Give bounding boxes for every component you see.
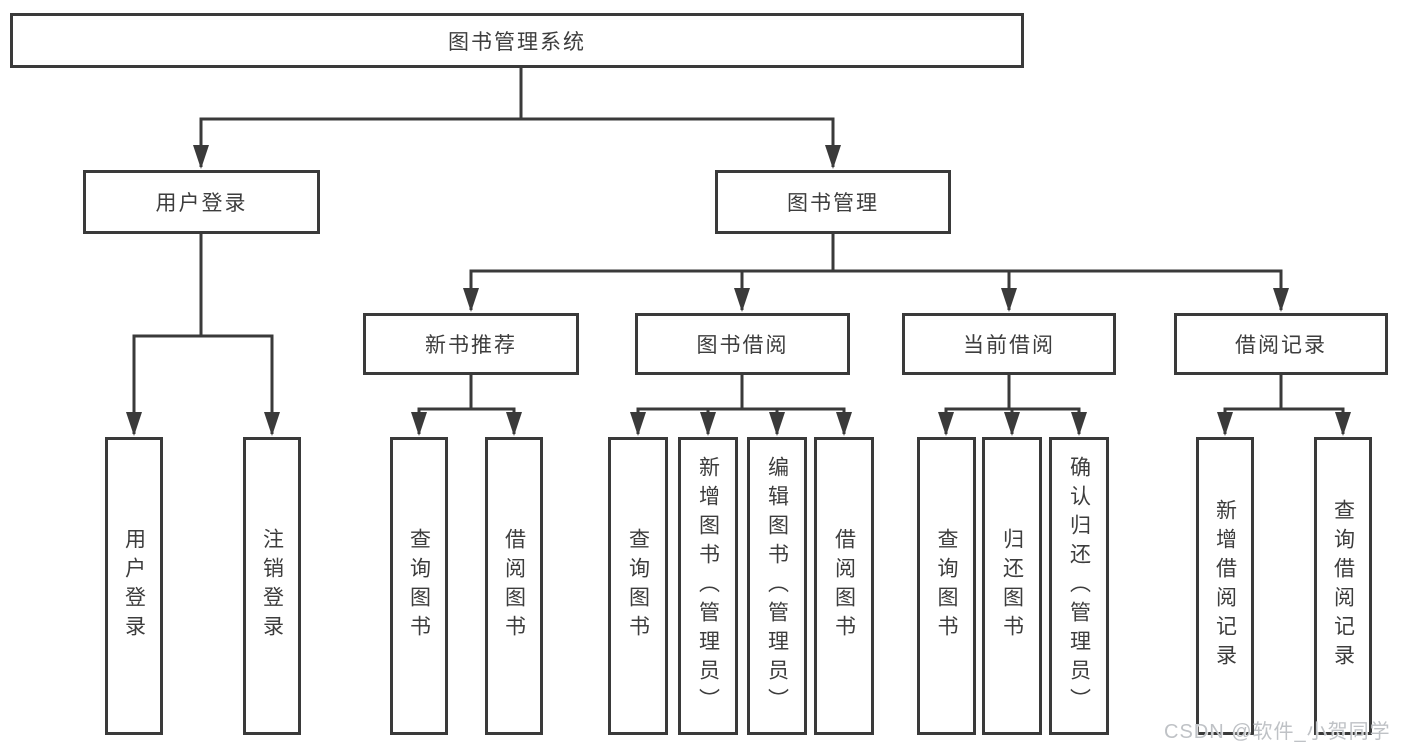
node-leaf-return-books-label: 归还图书 [1000, 528, 1024, 644]
node-leaf-logout-label: 注销登录 [260, 528, 284, 644]
node-leaf-confirm-return-admin-label: 确认归还（管理员） [1067, 455, 1091, 717]
node-book-management-label: 图书管理 [787, 192, 879, 215]
csdn-watermark: CSDN @软件_小贺同学 [1164, 721, 1391, 743]
node-leaf-query-books-3: 查询图书 [917, 437, 976, 735]
node-user-login-label: 用户登录 [155, 192, 248, 215]
node-leaf-query-books-1: 查询图书 [390, 437, 448, 735]
node-leaf-user-login-label: 用户登录 [122, 528, 146, 644]
node-user-login: 用户登录 [83, 170, 320, 234]
node-library-system: 图书管理系统 [10, 13, 1024, 68]
node-book-borrowing: 图书借阅 [635, 313, 850, 375]
node-leaf-add-books-admin: 新增图书（管理员） [678, 437, 738, 735]
node-leaf-borrow-books-1: 借阅图书 [485, 437, 543, 735]
node-new-book-recommend-label: 新书推荐 [425, 334, 517, 357]
node-leaf-borrow-books-2: 借阅图书 [814, 437, 874, 735]
node-leaf-logout: 注销登录 [243, 437, 301, 735]
node-leaf-user-login: 用户登录 [105, 437, 163, 735]
node-leaf-query-books-2-label: 查询图书 [626, 528, 650, 644]
node-leaf-borrow-books-1-label: 借阅图书 [502, 528, 526, 644]
node-book-borrowing-label: 图书借阅 [696, 334, 789, 357]
node-leaf-return-books: 归还图书 [982, 437, 1042, 735]
node-library-system-label: 图书管理系统 [448, 30, 586, 54]
node-current-borrowing-label: 当前借阅 [963, 334, 1055, 357]
node-book-management: 图书管理 [715, 170, 951, 234]
node-leaf-borrow-books-2-label: 借阅图书 [832, 528, 856, 644]
node-leaf-edit-books-admin: 编辑图书（管理员） [747, 437, 807, 735]
connector-skeleton [132, 66, 1345, 411]
node-leaf-query-books-2: 查询图书 [608, 437, 668, 735]
node-leaf-query-borrow-record-label: 查询借阅记录 [1331, 499, 1355, 673]
node-leaf-query-books-1-label: 查询图书 [407, 528, 431, 644]
node-borrowing-records-label: 借阅记录 [1235, 334, 1327, 357]
node-new-book-recommend: 新书推荐 [363, 313, 579, 375]
connector-arrows [126, 119, 1351, 436]
node-borrowing-records: 借阅记录 [1174, 313, 1388, 375]
node-leaf-edit-books-admin-label: 编辑图书（管理员） [765, 455, 789, 717]
node-leaf-add-borrow-record: 新增借阅记录 [1196, 437, 1254, 735]
node-leaf-query-books-3-label: 查询图书 [935, 528, 958, 644]
node-leaf-query-borrow-record: 查询借阅记录 [1314, 437, 1372, 735]
node-leaf-add-borrow-record-label: 新增借阅记录 [1213, 499, 1237, 673]
node-current-borrowing: 当前借阅 [902, 313, 1116, 375]
node-leaf-confirm-return-admin: 确认归还（管理员） [1049, 437, 1109, 735]
node-leaf-add-books-admin-label: 新增图书（管理员） [696, 455, 720, 717]
